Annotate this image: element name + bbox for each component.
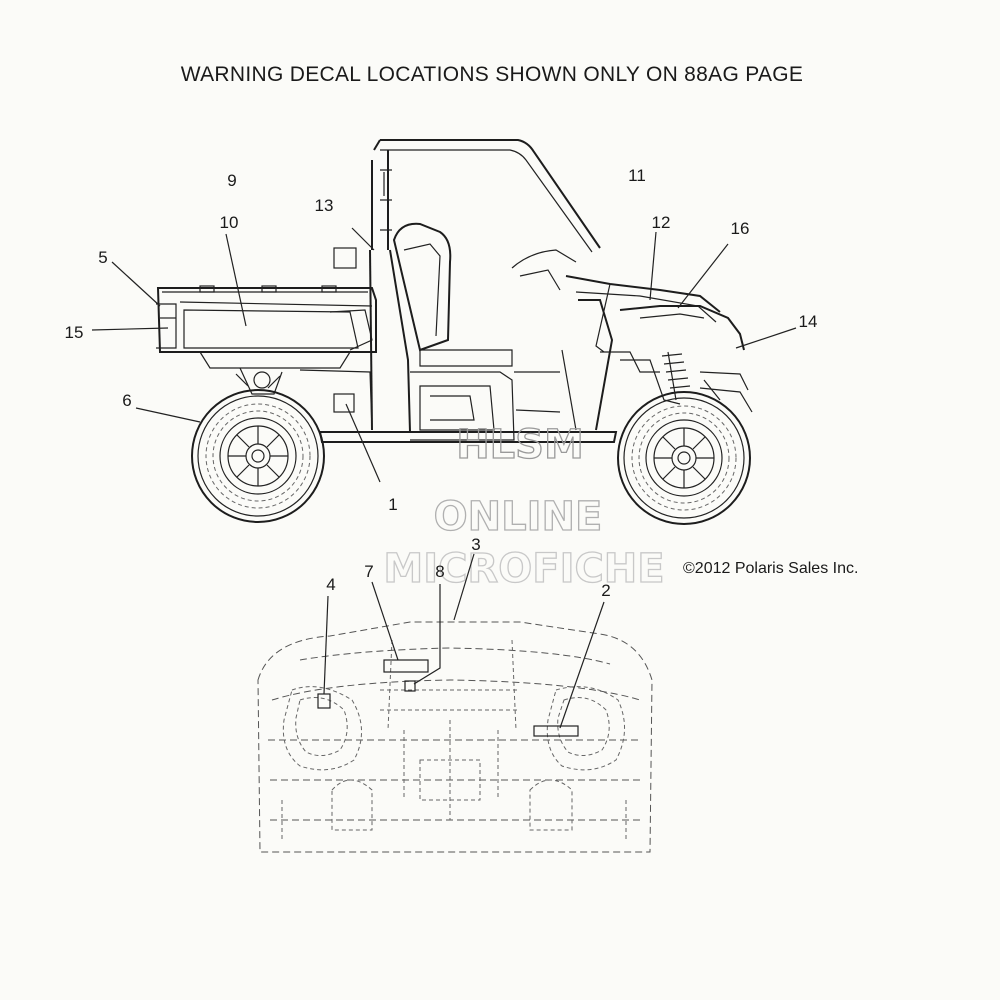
callout-6: 6 (122, 391, 131, 410)
leader-14 (735, 327, 797, 349)
callout-11: 11 (628, 166, 646, 185)
leader-4 (323, 595, 329, 695)
callout-2: 2 (601, 581, 610, 600)
rear-tire (191, 389, 325, 523)
callout-1: 1 (388, 495, 397, 514)
leader-3 (453, 553, 475, 621)
dash-hood (511, 249, 745, 353)
page-title: WARNING DECAL LOCATIONS SHOWN ONLY ON 88… (181, 63, 803, 86)
rear-suspension (235, 367, 283, 395)
decal-8-square (404, 680, 416, 692)
front-callout-labels: 3 7 8 4 2 (326, 535, 610, 600)
leader-5 (111, 261, 161, 307)
front-view-vehicle (257, 621, 653, 853)
leader-16 (677, 243, 729, 309)
callout-5: 5 (98, 248, 107, 267)
callout-16: 16 (731, 219, 750, 238)
watermark-line-2: ONLINE (434, 494, 603, 540)
leader-2 (559, 601, 605, 729)
body-side (369, 249, 614, 441)
leader-13 (351, 227, 375, 251)
watermark-line-3: MICROFICHE (383, 546, 664, 592)
callout-12: 12 (652, 213, 671, 232)
decal-13-square (333, 247, 357, 269)
callout-15: 15 (65, 323, 84, 342)
callout-7: 7 (364, 562, 373, 581)
leader-6 (135, 407, 201, 423)
callout-8: 8 (435, 562, 444, 581)
copyright-text: ©2012 Polaris Sales Inc. (683, 560, 858, 577)
watermark: HLSM ONLINE MICROFICHE (383, 421, 666, 592)
callout-3: 3 (471, 535, 480, 554)
callout-4: 4 (326, 575, 335, 594)
watermark-line-1: HLSM (456, 422, 584, 468)
leader-1 (345, 403, 381, 483)
front-tire (617, 391, 751, 525)
cargo-box (156, 285, 377, 369)
roll-cage (371, 139, 601, 253)
callout-14: 14 (799, 312, 818, 331)
leader-12 (649, 231, 657, 301)
leader-8 (413, 584, 441, 685)
decal-4-rect (317, 693, 331, 709)
side-view-vehicle (156, 139, 753, 525)
callout-13: 13 (315, 196, 334, 215)
decal-1-rect (333, 393, 355, 413)
seat (392, 222, 513, 367)
front-leader-lines (323, 553, 605, 729)
leader-15 (91, 327, 169, 331)
decal-7-rect (383, 659, 429, 673)
front-suspension (661, 351, 753, 413)
callout-9: 9 (227, 171, 236, 190)
leader-7 (371, 581, 399, 661)
leader-lines (91, 227, 797, 483)
decal-2-rect (533, 725, 579, 737)
callout-10: 10 (220, 213, 239, 232)
callout-labels: 9 10 13 5 15 6 11 12 16 14 1 (65, 166, 818, 514)
leader-10 (225, 233, 247, 327)
